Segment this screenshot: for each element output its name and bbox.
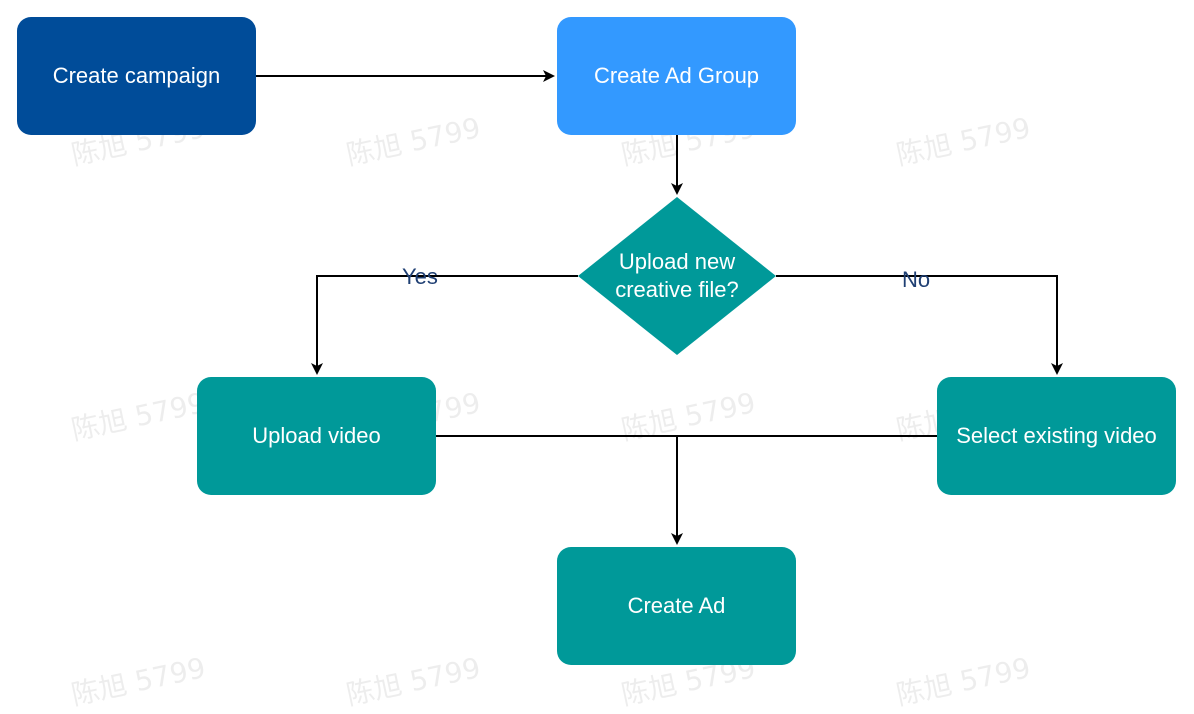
create-campaign-label: Create campaign (52, 63, 221, 88)
flowchart-canvas: 陈旭 5799 陈旭 5799 陈旭 5799 陈旭 5799 陈旭 5799 … (17, 17, 1176, 712)
select-existing-video-label: Select existing video (956, 423, 1157, 448)
create-ad-group-node[interactable]: Create Ad Group (557, 17, 796, 135)
edge-label-no: No (902, 267, 931, 292)
decision-diamond (578, 197, 776, 355)
edge-no (776, 275, 1063, 375)
create-ad-node[interactable]: Create Ad (557, 547, 796, 665)
upload-video-label: Upload video (252, 423, 381, 448)
decision-label: Upload new creative file? (615, 249, 739, 302)
edge-yes (311, 275, 578, 375)
select-existing-video-node[interactable]: Select existing video (937, 377, 1176, 495)
create-ad-group-label: Create Ad Group (593, 63, 760, 88)
upload-video-node[interactable]: Upload video (197, 377, 436, 495)
create-campaign-node[interactable]: Create campaign (17, 17, 256, 135)
connectors (256, 70, 1063, 545)
create-ad-label: Create Ad (627, 593, 726, 618)
edge-label-yes: Yes (402, 264, 438, 289)
edge-upload-to-ad (436, 435, 683, 545)
